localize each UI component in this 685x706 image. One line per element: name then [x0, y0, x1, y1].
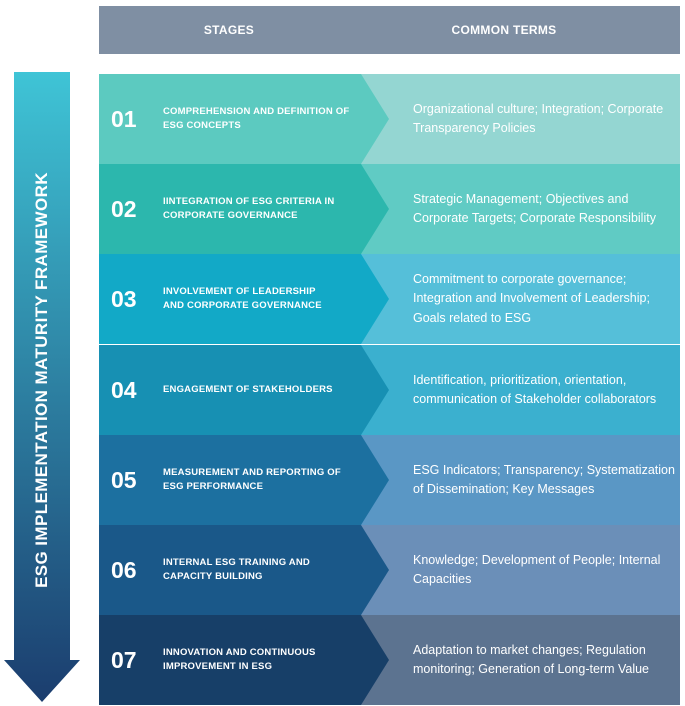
common-terms-header: COMMON TERMS	[451, 23, 557, 37]
stage-row: 05 MEASUREMENT AND REPORTING OF ESG PERFO…	[99, 435, 680, 525]
stage-number: 02	[111, 195, 137, 222]
stage-title: MEASUREMENT AND REPORTING OF ESG PERFORM…	[163, 467, 341, 492]
stage-chevron: 04 ENGAGEMENT OF STAKEHOLDERS	[99, 345, 389, 435]
stage-title: INNOVATION AND CONTINUOUS IMPROVEMENT IN…	[163, 647, 316, 672]
stage-number: 01	[111, 105, 137, 132]
stage-row: 03 INVOLVEMENT OF LEADERSHIP AND CORPORAT…	[99, 254, 680, 344]
common-terms-text: Knowledge; Development of People; Intern…	[413, 552, 661, 586]
stage-row: 01 COMPREHENSION AND DEFINITION OF ESG CO…	[99, 74, 680, 164]
common-terms-text: Organizational culture; Integration; Cor…	[413, 101, 664, 135]
common-terms-text: Identification, prioritization, orientat…	[413, 372, 657, 406]
stage-number: 06	[111, 556, 137, 583]
stage-chevron: 01 COMPREHENSION AND DEFINITION OF ESG CO…	[99, 74, 389, 164]
stages-header: STAGES	[203, 23, 255, 37]
stage-title: INVOLVEMENT OF LEADERSHIP AND CORPORATE …	[163, 286, 322, 311]
stage-chevron: 05 MEASUREMENT AND REPORTING OF ESG PERFO…	[99, 435, 389, 525]
stage-chevron: 07 INNOVATION AND CONTINUOUS IMPROVEMENT …	[99, 615, 389, 705]
stage-row: 04 ENGAGEMENT OF STAKEHOLDERS Identificati…	[99, 345, 680, 435]
stage-title: INTERNAL ESG TRAINING AND CAPACITY BUILD…	[163, 557, 310, 582]
maturity-arrow	[4, 72, 80, 702]
common-terms-text: Strategic Management; Objectives and Cor…	[413, 191, 656, 225]
common-terms-text: ESG Indicators; Transparency; Systematiz…	[413, 462, 675, 496]
stage-number: 04	[111, 376, 137, 403]
stage-title: COMPREHENSION AND DEFINITION OF ESG CONC…	[163, 106, 350, 131]
arrow-shape	[4, 72, 80, 702]
stage-title: IINTEGRATION OF ESG CRITERIA IN CORPORAT…	[163, 196, 335, 221]
stage-number: 05	[111, 466, 137, 493]
stage-row: 06 INTERNAL ESG TRAINING AND CAPACITY BUI…	[99, 525, 680, 615]
stage-number: 03	[111, 285, 137, 312]
stage-row: 02 IINTEGRATION OF ESG CRITERIA IN CORPOR…	[99, 164, 680, 254]
header-bar: STAGES COMMON TERMS	[99, 6, 680, 54]
stage-row: 07 INNOVATION AND CONTINUOUS IMPROVEMENT …	[99, 615, 680, 705]
stage-chevron: 02 IINTEGRATION OF ESG CRITERIA IN CORPOR…	[99, 164, 389, 254]
stage-chevron: 06 INTERNAL ESG TRAINING AND CAPACITY BUI…	[99, 525, 389, 615]
stage-number: 07	[111, 646, 137, 673]
common-terms-text: Adaptation to market changes; Regulation…	[413, 642, 650, 676]
stage-chevron: 03 INVOLVEMENT OF LEADERSHIP AND CORPORAT…	[99, 254, 389, 344]
common-terms-text: Commitment to corporate governance; Inte…	[413, 271, 650, 325]
stage-title: ENGAGEMENT OF STAKEHOLDERS	[163, 384, 333, 396]
